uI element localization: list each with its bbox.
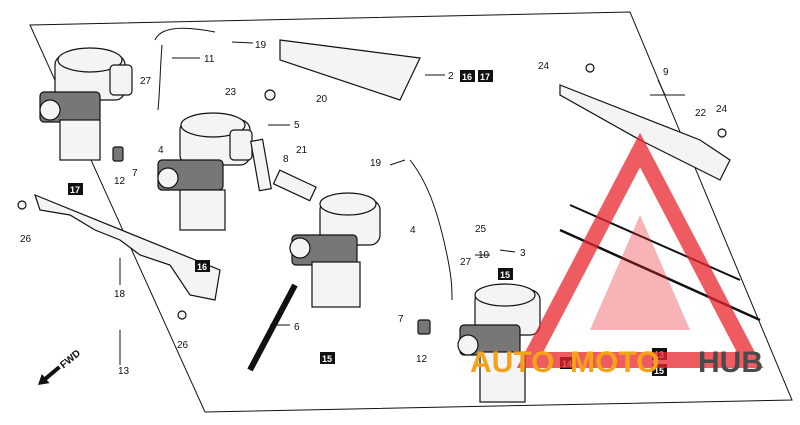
part-number: 12: [416, 354, 428, 365]
part-number: 18: [114, 289, 126, 300]
watermark-hub: HUB: [698, 346, 763, 379]
part-number: 26: [20, 234, 32, 245]
part-number: 26: [177, 340, 189, 351]
bolt-24a: [585, 63, 595, 73]
part-number: 6: [294, 322, 300, 333]
part-number: 3: [520, 248, 526, 259]
part-number: 27: [140, 76, 152, 87]
automotohub-watermark: AUTO MOTO HUB: [470, 132, 764, 379]
part-number: 19: [370, 158, 382, 169]
fwd-label: FWD: [58, 348, 83, 371]
part-number: 11: [204, 54, 215, 65]
watermark-auto: AUTO: [470, 346, 554, 379]
part-numbers: 11 19 2 27 23 20 5 4 7 12 8 21 26 18 26 …: [20, 40, 728, 377]
diagram-frame: [29, 11, 793, 413]
bolt-24b: [717, 128, 727, 138]
part-number: 8: [283, 154, 289, 165]
part-number: 7: [132, 168, 138, 179]
pipe-8: [250, 138, 272, 192]
part-number: 4: [158, 145, 164, 156]
boxed-number: 16: [197, 262, 207, 272]
carburetor-4: [457, 283, 541, 403]
bolt-26a: [17, 200, 27, 210]
leader-lines: [119, 41, 685, 365]
part-number: 23: [225, 87, 237, 98]
watermark-triangle: [516, 132, 764, 368]
joint-21: [272, 169, 317, 202]
bolt-23: [264, 89, 276, 101]
part-number: 19: [255, 40, 267, 51]
carburetor-1: [39, 47, 133, 161]
fuel-hose-19: [409, 159, 453, 301]
part-number: 21: [296, 145, 308, 156]
link-plate-9: [559, 84, 731, 181]
part-number: 13: [118, 366, 130, 377]
part-number: 7: [398, 314, 404, 325]
part-number: 25: [475, 224, 487, 235]
part-number: 9: [663, 67, 669, 78]
boxed-number: 15: [654, 366, 664, 376]
boxed-number: 15: [322, 354, 332, 364]
part-number: 12: [114, 176, 126, 187]
bolt-26b: [177, 310, 187, 320]
part-number: 24: [716, 104, 728, 115]
part-number: 5: [294, 120, 300, 131]
spring-12b: [417, 319, 431, 335]
spring-12a: [112, 146, 124, 162]
part-number: 4: [410, 225, 416, 236]
bracket-18: [34, 193, 221, 301]
boxed-number: 16: [462, 72, 472, 82]
boxed-number: 17: [480, 72, 490, 82]
part-number: 22: [695, 108, 707, 119]
part-number: 27: [460, 257, 472, 268]
carburetor-2: [157, 112, 253, 231]
choke-rod-6: [247, 283, 298, 372]
carburetor-3: [289, 192, 381, 308]
boxed-number: 15: [500, 270, 510, 280]
part-number: 20: [316, 94, 328, 105]
part-number: 2: [448, 71, 454, 82]
part-number: 10: [478, 250, 490, 261]
fuel-hose-11: [154, 27, 216, 111]
boxed-number: 17: [70, 185, 80, 195]
watermark-moto: MOTO: [570, 346, 659, 379]
part-number: 24: [538, 61, 550, 72]
choke-plate-2: [279, 39, 421, 101]
fwd-arrow: FWD: [38, 348, 83, 385]
